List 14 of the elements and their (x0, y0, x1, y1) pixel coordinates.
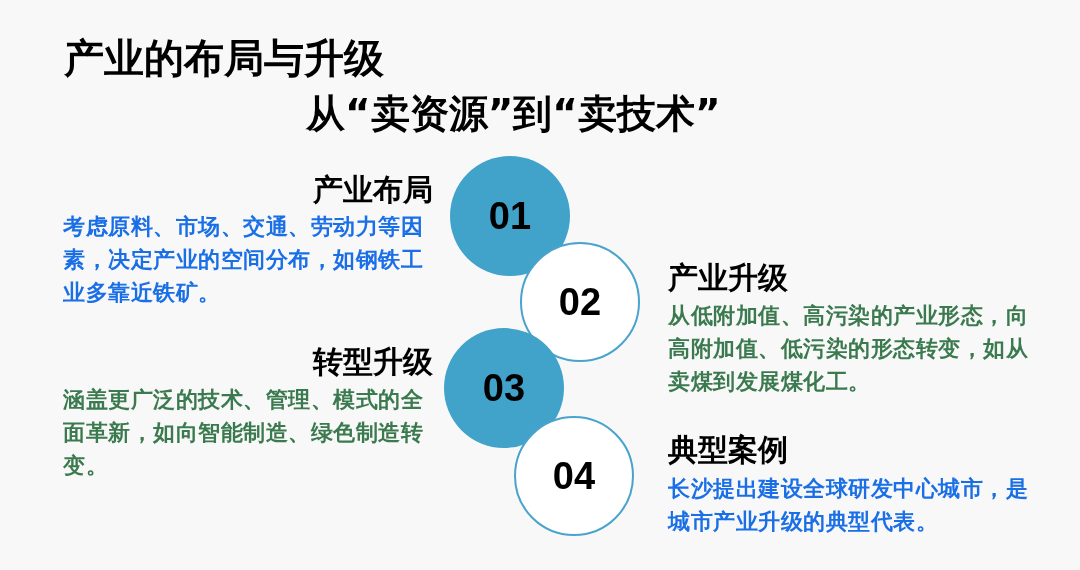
description-text: 长沙提出建设全球研发中心城市，是城市产业升级的典型代表。 (668, 475, 1029, 536)
step-number: 01 (488, 197, 532, 235)
description-text: 从低附加值、高污染的产业形态，向高附加值、低污染的形态转变，如从卖煤到发展煤化工。 (668, 302, 1029, 396)
description-text: 考虑原料、市场、交通、劳动力等因素，决定产业的空间分布，如钢铁工业多靠近铁矿。 (63, 213, 424, 307)
description-text: 涵盖更广泛的技术、管理、模式的全面革新，如向智能制造、绿色制造转变。 (63, 386, 424, 480)
section-heading: 产业布局 (313, 172, 433, 208)
section-heading: 典型案例 (668, 432, 788, 468)
subtitle: 从“卖资源”到“卖技术” (306, 90, 721, 138)
step-number: 03 (482, 369, 526, 407)
section-heading: 转型升级 (313, 344, 433, 380)
step-number: 02 (558, 283, 602, 321)
section-heading: 产业升级 (668, 260, 788, 296)
step-number: 04 (552, 457, 596, 495)
title: 产业的布局与升级 (64, 34, 384, 82)
